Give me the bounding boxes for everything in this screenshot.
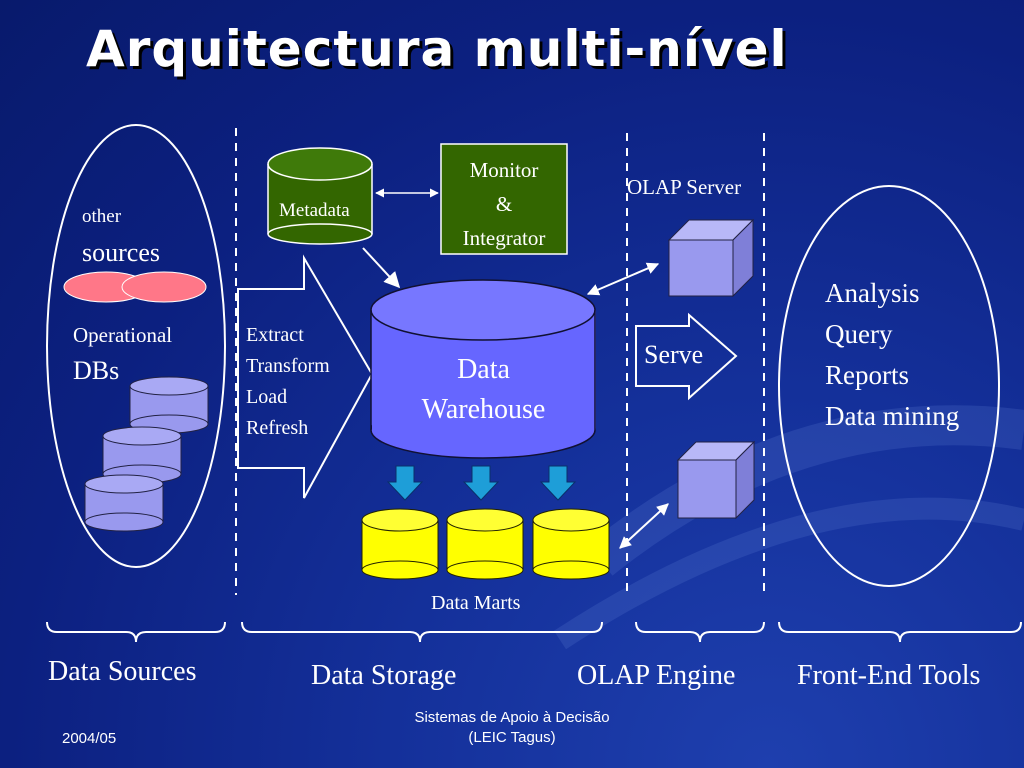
olap-server-label: OLAP Server xyxy=(627,175,742,199)
tool-query: Query xyxy=(825,319,893,349)
section-data-sources: Data Sources xyxy=(48,656,197,687)
front-end-ellipse xyxy=(778,185,1000,587)
brace-data-storage xyxy=(241,621,603,643)
dbs-label: DBs xyxy=(73,356,120,385)
other-sources-shapes xyxy=(63,271,207,303)
warehouse-olap-arrow xyxy=(586,262,660,296)
down-arrow-1 xyxy=(386,465,424,501)
data-sources-ellipse xyxy=(46,124,226,568)
data-marts-label: Data Marts xyxy=(431,592,521,614)
monitor-line-3: Integrator xyxy=(462,226,546,250)
down-arrow-2 xyxy=(462,465,500,501)
metadata-cylinder xyxy=(267,147,373,245)
warehouse-line-2: Warehouse xyxy=(421,394,546,425)
monitor-integrator-label: Monitor & Integrator xyxy=(441,153,567,255)
section-data-storage: Data Storage xyxy=(311,660,457,691)
brace-olap-engine xyxy=(635,621,765,643)
monitor-integrator-box xyxy=(440,143,568,255)
operational-label: Operational xyxy=(73,323,173,347)
section-olap-engine: OLAP Engine xyxy=(577,660,736,691)
metadata-warehouse-arrow xyxy=(362,247,401,289)
other-sources-label-small: other xyxy=(82,206,122,227)
operational-db-cylinder-2 xyxy=(102,426,182,484)
etl-arrow xyxy=(237,254,374,499)
footer-date: 2004/05 xyxy=(62,730,117,747)
serve-label: Serve xyxy=(644,340,704,369)
serve-arrow xyxy=(635,312,738,401)
section-front-end-tools: Front-End Tools xyxy=(797,660,981,691)
warehouse-line-1: Data xyxy=(457,354,510,385)
data-mart-cylinder-3 xyxy=(532,508,610,580)
data-mart-cylinder-1 xyxy=(361,508,439,580)
footer-course-line-2: (LEIC Tagus) xyxy=(468,729,556,746)
metadata-label: Metadata xyxy=(279,200,350,221)
data-warehouse-cylinder xyxy=(370,279,596,459)
olap-cube-2 xyxy=(676,440,756,520)
tool-analysis: Analysis xyxy=(825,278,920,308)
etl-extract: Extract xyxy=(246,324,304,346)
front-end-tools-list: Analysis Query Reports Data mining xyxy=(825,273,959,437)
brace-data-sources xyxy=(46,621,226,643)
etl-transform: Transform xyxy=(246,355,330,377)
marts-olap-arrow xyxy=(619,503,669,549)
operational-db-cylinder-3 xyxy=(84,474,164,532)
monitor-line-2: & xyxy=(495,192,513,216)
olap-cube-1 xyxy=(667,218,755,298)
etl-load: Load xyxy=(246,386,288,408)
tool-data-mining: Data mining xyxy=(825,401,960,431)
monitor-line-1: Monitor xyxy=(469,158,539,182)
footer-course-line-1: Sistemas de Apoio à Decisão xyxy=(414,709,610,726)
page-title: Arquitectura multi-nível xyxy=(86,20,788,78)
data-mart-cylinder-2 xyxy=(446,508,524,580)
footer-course: Sistemas de Apoio à Decisão (LEIC Tagus) xyxy=(362,708,662,748)
etl-refresh: Refresh xyxy=(246,417,309,439)
sources-label: sources xyxy=(82,238,160,267)
tool-reports: Reports xyxy=(825,360,909,390)
background-swoosh xyxy=(553,405,1024,650)
etl-label: Extract Transform Load Refresh xyxy=(246,320,330,444)
data-warehouse-label: Data Warehouse xyxy=(371,350,596,430)
operational-db-cylinder-1 xyxy=(129,376,209,434)
brace-front-end xyxy=(778,621,1022,643)
down-arrow-3 xyxy=(539,465,577,501)
